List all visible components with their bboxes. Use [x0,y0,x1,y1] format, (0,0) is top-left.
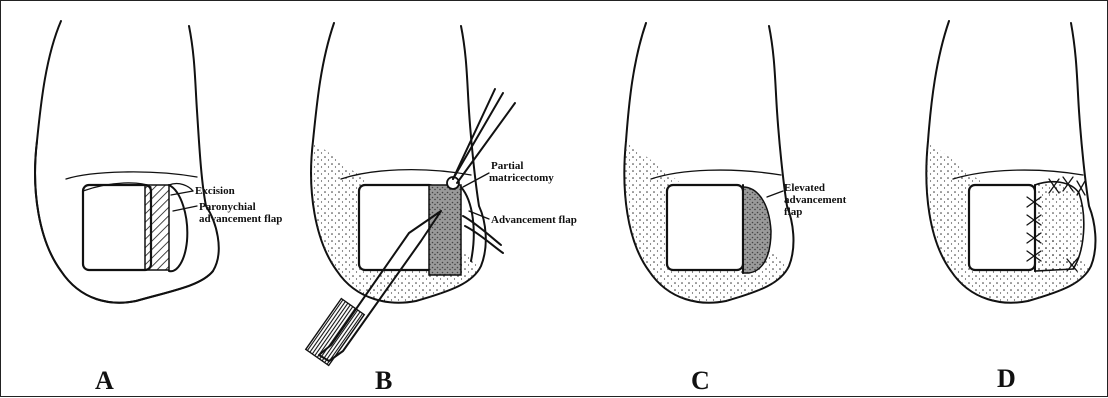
panel-a: Excision Paronychial advancement flap A [35,21,282,395]
annotation-flap: flap [784,206,802,218]
panel-d: D [926,21,1095,393]
panel-label-a: A [95,366,114,395]
panel-c: Elevated advancement flap C [624,23,846,395]
panel-label-d: D [997,364,1016,393]
annotation-advancement: advancement [784,194,847,206]
annotation-excision: Excision [195,185,235,197]
panel-b: Partial matricectomy Advancement flap B [306,23,577,395]
panel-label-b: B [375,366,392,395]
annotation-partial: Partial [491,160,523,172]
annotation-paronychial: Paronychial [199,201,256,213]
panel-label-c: C [691,366,710,395]
annotation-advancement-flap-b: Advancement flap [491,214,577,226]
annotation-advancement-flap: advancement flap [199,213,282,225]
annotation-elevated: Elevated [784,182,825,194]
annotation-matricectomy: matricectomy [489,172,554,184]
